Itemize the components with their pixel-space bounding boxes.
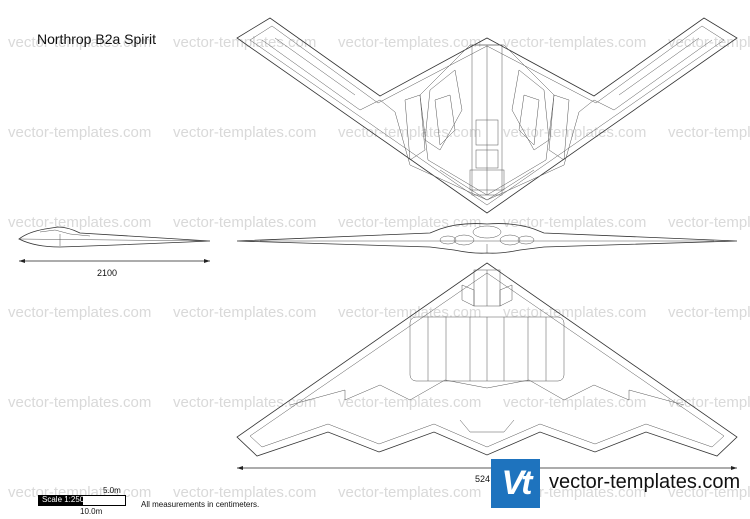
watermark-text: vector-templates.com: [338, 484, 481, 501]
watermark-text: vector-templates.com: [173, 304, 316, 321]
watermark-text: vector-templates.com: [338, 34, 481, 51]
watermark-layer: vector-templates.com vector-templates.com…: [8, 34, 750, 501]
scale-five-meter-label: 5.0m: [103, 486, 121, 495]
dimension-lines: [19, 259, 737, 470]
watermark-text: vector-templates.com: [668, 304, 750, 321]
bottom-view: [236, 262, 738, 457]
watermark-text: vector-templates.com: [8, 124, 151, 141]
watermark-text: vector-templates.com: [668, 214, 750, 231]
watermark-text: vector-templates.com: [668, 394, 750, 411]
watermark-text: vector-templates.com: [8, 34, 151, 51]
watermark-text: vector-templates.com: [173, 484, 316, 501]
watermark-text: vector-templates.com: [503, 124, 646, 141]
scale-bar-fill: [39, 496, 83, 505]
watermark-text: vector-templates.com: [173, 214, 316, 231]
measurement-note: All measurements in centimeters.: [141, 500, 260, 509]
brand-logo: Vt: [491, 459, 540, 508]
watermark-text: vector-templates.com: [668, 124, 750, 141]
scale-ratio-label: Scale 1:250: [42, 495, 85, 504]
watermark-text: vector-templates.com: [173, 124, 316, 141]
watermark-text: vector-templates.com: [8, 394, 151, 411]
scale-bar: Scale 1:250: [38, 495, 126, 506]
front-view: [236, 223, 738, 254]
watermark-text: vector-templates.com: [338, 394, 481, 411]
side-length-dimension: 2100: [97, 268, 118, 278]
side-view: [18, 226, 211, 248]
watermark-text: vector-templates.com: [173, 34, 316, 51]
watermark-text: vector-templates.com: [503, 394, 646, 411]
watermark-text: vector-templates.com: [503, 214, 646, 231]
watermark-text: vector-templates.com: [668, 34, 750, 51]
drawing-title: Northrop B2a Spirit: [37, 31, 157, 47]
top-view: [236, 17, 738, 214]
span-dimension: 524: [475, 474, 491, 484]
watermark-text: vector-templates.com: [8, 214, 151, 231]
brand-name[interactable]: vector-templates.com: [549, 471, 741, 493]
watermark-text: vector-templates.com: [8, 304, 151, 321]
scale-ten-meter-label: 10.0m: [80, 507, 103, 516]
watermark-text: vector-templates.com: [668, 484, 750, 501]
watermark-text: vector-templates.com: [503, 304, 646, 321]
watermark-text: vector-templates.com: [503, 34, 646, 51]
watermark-text: vector-templates.com: [338, 214, 481, 231]
watermark-text: vector-templates.com: [338, 124, 481, 141]
watermark-text: vector-templates.com: [338, 304, 481, 321]
